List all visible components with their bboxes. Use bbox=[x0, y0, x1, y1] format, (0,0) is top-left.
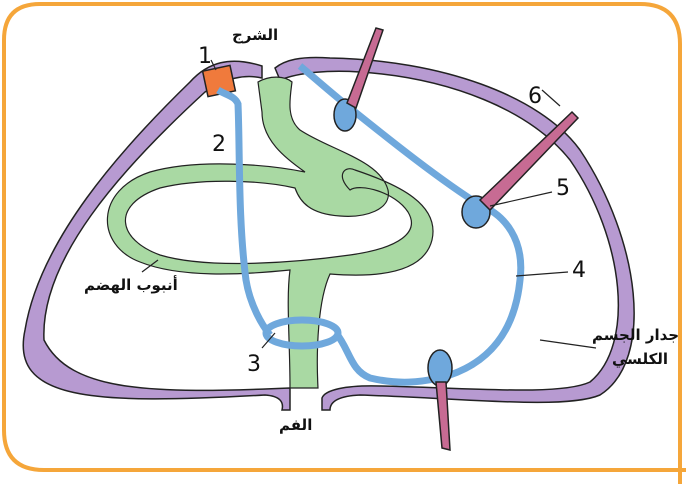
pointer-6 bbox=[542, 90, 560, 106]
anus-label: الشرج bbox=[232, 26, 278, 44]
number-4: 4 bbox=[572, 258, 586, 283]
frame-border bbox=[4, 4, 686, 484]
body-wall-label-2: الكلسي bbox=[612, 350, 668, 368]
stone-canal bbox=[218, 90, 270, 335]
number-6: 6 bbox=[528, 84, 542, 109]
pointer-wall bbox=[540, 340, 596, 348]
number-1: 1 bbox=[198, 44, 212, 69]
ampulla-lower bbox=[428, 350, 452, 386]
mouth-label: الفم bbox=[279, 416, 312, 434]
number-5: 5 bbox=[556, 176, 570, 201]
body-wall-label-1: جدار الجسم bbox=[592, 326, 679, 344]
number-2: 2 bbox=[212, 132, 226, 157]
digestive-tube-label: أنبوب الهضم bbox=[84, 276, 178, 294]
number-3: 3 bbox=[247, 352, 261, 377]
radial-canal-lower bbox=[336, 333, 440, 382]
